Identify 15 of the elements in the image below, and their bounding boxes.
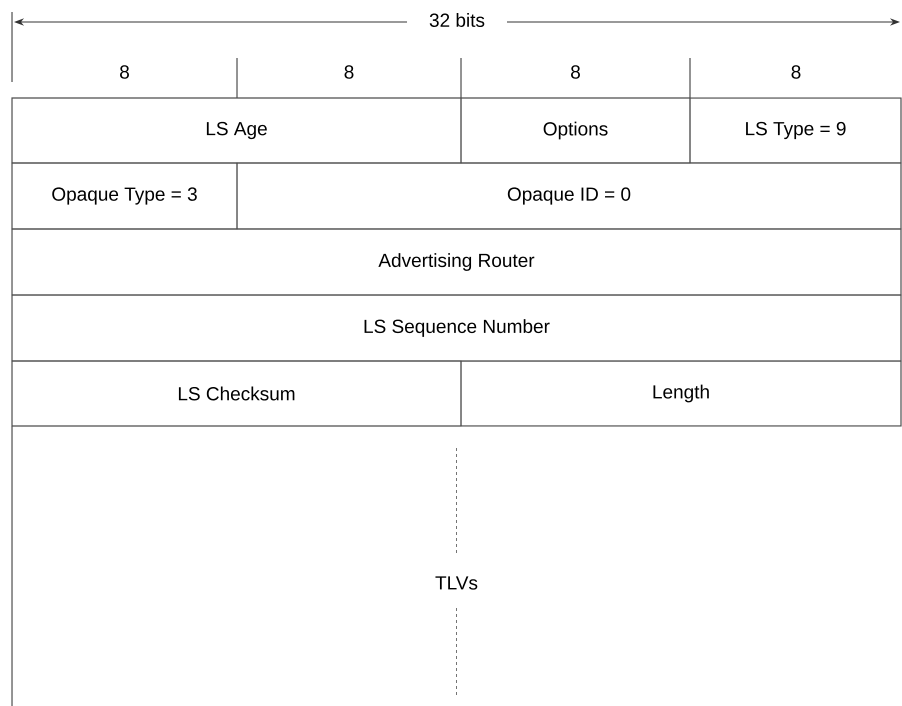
field-cell: Length bbox=[460, 360, 902, 427]
field-cell: LS Sequence Number bbox=[11, 294, 902, 362]
field-cell: Opaque Type = 3 bbox=[11, 162, 238, 230]
field-cell: LS Type = 9 bbox=[689, 97, 902, 164]
bit-width-label: 8 bbox=[792, 65, 800, 79]
bit-width-label: 8 bbox=[120, 65, 129, 79]
field-cell: LS Checksum bbox=[11, 360, 462, 427]
field-cell: Advertising Router bbox=[11, 228, 902, 296]
field-cell: LS Age bbox=[11, 97, 462, 164]
bit-width-label: 8 bbox=[571, 65, 580, 79]
field-cell: Opaque ID = 0 bbox=[236, 162, 902, 230]
field-area: TLVs bbox=[11, 426, 478, 706]
dimension-label: 32 bits bbox=[407, 11, 507, 29]
bit-width-label: 8 bbox=[344, 65, 354, 79]
field-cell: Options bbox=[460, 97, 691, 164]
